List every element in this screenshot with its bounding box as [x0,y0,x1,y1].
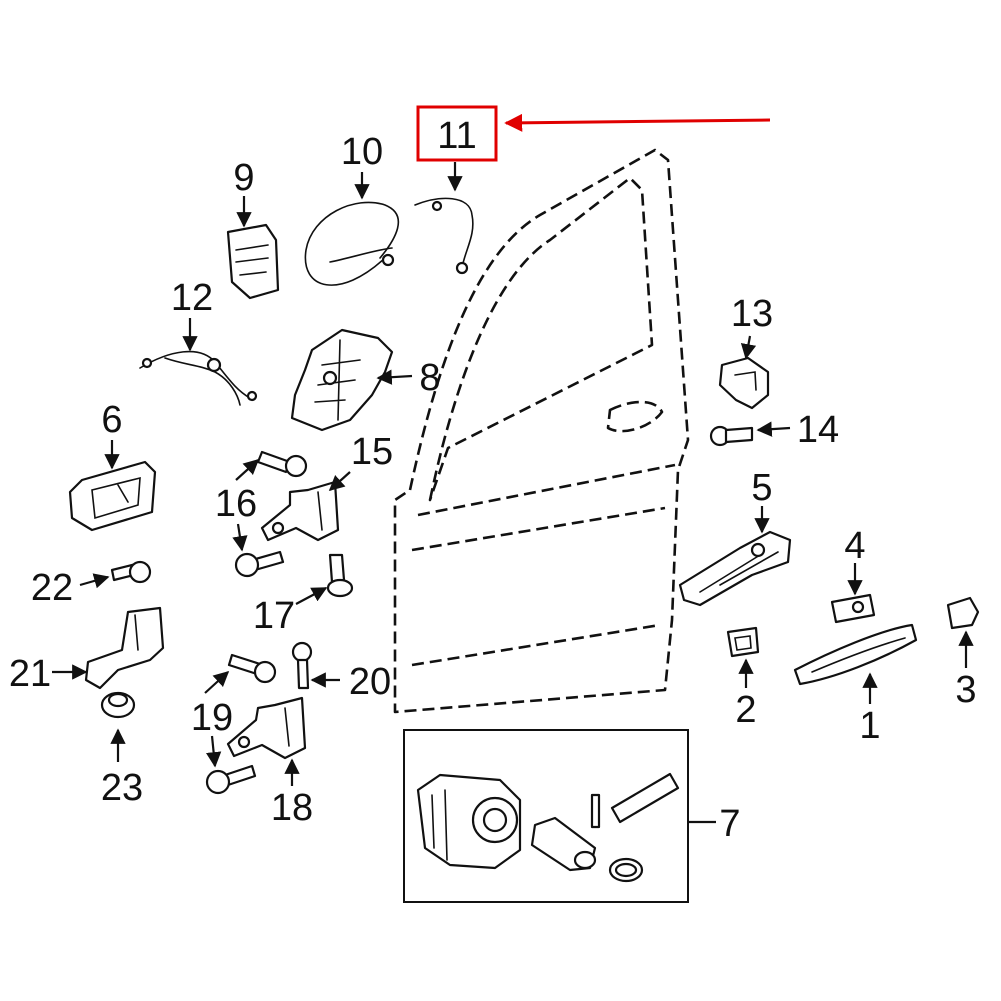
part-7-lock-cylinder-kit [403,729,716,903]
callout-11: 11 [437,115,476,157]
callout-14: 14 [797,409,839,451]
door-outline [393,148,690,714]
part-1-outside-handle [793,623,918,704]
callout-9: 9 [233,157,254,199]
callout-3: 3 [955,669,976,711]
callout-10: 10 [341,131,383,173]
callout-15: 15 [351,431,393,473]
part-21-door-check [52,606,165,690]
callout-13: 13 [731,293,773,335]
part-4-handle-cap [830,563,876,624]
callout-2: 2 [735,689,756,731]
part-11-release-cable [414,162,474,275]
callout-4: 4 [844,525,865,567]
part-15-upper-hinge [260,471,351,542]
callout-18: 18 [271,787,313,829]
callout-20: 20 [349,661,391,703]
callout-17: 17 [253,595,295,637]
callout-11-highlight-box [416,105,498,162]
callout-7: 7 [719,803,740,845]
part-19-hinge-bolts [204,653,277,795]
part-16-hinge-bolts [232,450,308,578]
part-13-striker [718,335,770,410]
callout-8: 8 [419,357,440,399]
part-14-bolt [709,421,791,447]
part-5-handle-bracket [678,506,792,607]
part-18-lower-hinge [226,696,307,786]
part-8-door-latch [290,328,413,432]
part-2-gasket [726,626,760,688]
part-12-wire-harness [139,318,258,406]
part-23-grommet [100,691,136,762]
part-17-hinge-pin [295,553,354,605]
callout-19: 19 [191,697,233,739]
part-20-bolt [291,641,340,690]
callout-11-pointer-arrow [504,113,771,132]
callout-16: 16 [215,483,257,525]
part-6-inside-handle [68,440,157,532]
part-10-lock-cable [304,172,399,286]
callout-5: 5 [751,467,772,509]
callout-labels: 1 2 3 4 5 6 7 8 9 10 11 12 13 14 15 16 1… [9,115,977,845]
part-3-end-cap [946,596,980,668]
part-9-latch-cover [226,196,280,300]
callout-21: 21 [9,653,51,695]
callout-12: 12 [171,277,213,319]
callout-23: 23 [101,767,143,809]
callout-6: 6 [101,399,122,441]
part-22-bolt [79,560,152,589]
callout-1: 1 [859,705,880,747]
callout-22: 22 [31,567,73,609]
